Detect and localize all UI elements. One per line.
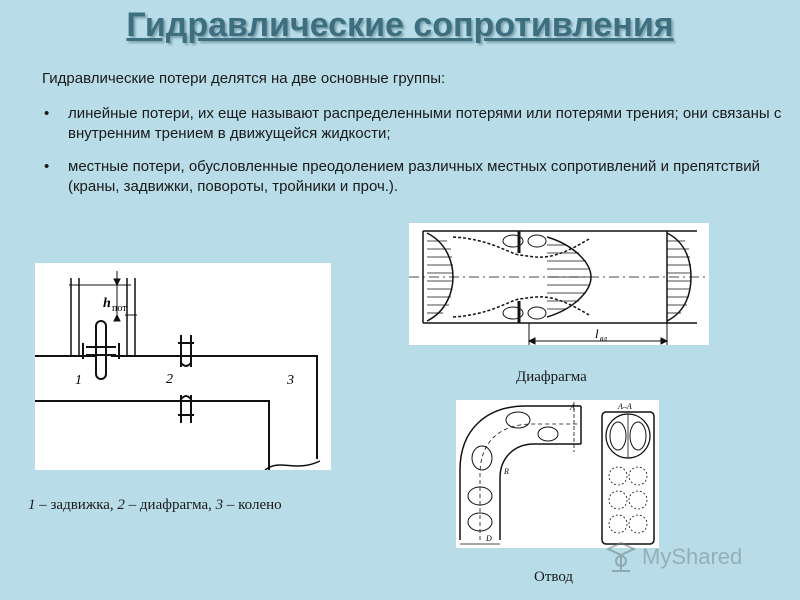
watermark: MyShared xyxy=(606,540,776,574)
pipe-bottom-wall xyxy=(35,400,270,470)
velocity-hatching xyxy=(427,240,691,314)
radius-label: R xyxy=(503,467,509,476)
bend-diagram: A–A A D R xyxy=(459,402,655,545)
pipe-caption: 1 – задвижка, 2 – диафрагма, 3 – колено xyxy=(28,497,282,513)
h-dimension xyxy=(79,271,131,322)
section-aa xyxy=(601,411,655,545)
diaphragm-diagram: l вл xyxy=(409,230,709,345)
vortex xyxy=(502,234,524,248)
diaphragm-figure: l вл xyxy=(409,223,709,345)
bullet-text-linear: линейные потери, их еще называют распред… xyxy=(68,105,782,142)
bend-inner-wall xyxy=(499,443,581,540)
inlet-profile xyxy=(426,232,454,322)
section-label: A–A xyxy=(617,402,632,411)
lvl-dimension xyxy=(527,323,669,345)
page-title: Гидравлические сопротивления xyxy=(126,6,674,44)
vortex xyxy=(527,306,547,320)
diaphragm-caption: Диафрагма xyxy=(516,369,587,385)
graduate-icon xyxy=(606,541,636,572)
section-mark-a: A xyxy=(569,403,575,412)
bullet-list: • линейные потери, их еще называют распр… xyxy=(42,104,782,210)
pipe-diagram: h пот 1 2 3 xyxy=(35,271,321,471)
pipe-top-wall xyxy=(35,355,318,459)
list-item: • местные потери, обусловленные преодоле… xyxy=(42,157,782,197)
label-1: 1 xyxy=(75,373,82,388)
piezometer-right xyxy=(126,278,136,356)
vortex xyxy=(527,234,547,248)
pipe-break xyxy=(264,460,321,471)
label-2: 2 xyxy=(166,372,173,387)
bullet-mark: • xyxy=(44,158,50,175)
label-3: 3 xyxy=(286,373,294,388)
intro-text: Гидравлические потери делятся на две осн… xyxy=(42,70,446,87)
diaphragm-plate xyxy=(178,335,194,423)
h-subscript: пот xyxy=(112,303,127,314)
bullet-text-local: местные потери, обусловленные преодолени… xyxy=(68,158,760,195)
l-subscript: вл xyxy=(600,334,607,343)
bend-figure: A–A A D R xyxy=(456,400,659,548)
h-label: h xyxy=(103,296,111,311)
bullet-mark: • xyxy=(44,105,50,122)
piezometer-left xyxy=(70,278,80,356)
bend-centerline xyxy=(479,423,578,540)
gate-valve xyxy=(82,320,120,380)
diameter-label: D xyxy=(485,534,492,543)
pipe-walls xyxy=(423,230,697,324)
pipe-figure: h пот 1 2 3 xyxy=(35,263,331,471)
watermark-text: MyShared xyxy=(642,544,743,569)
bend-outer-wall xyxy=(459,405,581,540)
bend-caption: Отвод xyxy=(534,569,574,585)
list-item: • линейные потери, их еще называют распр… xyxy=(42,104,782,144)
outlet-profile xyxy=(666,232,692,322)
l-label: l xyxy=(595,326,599,341)
vortex xyxy=(502,306,524,320)
